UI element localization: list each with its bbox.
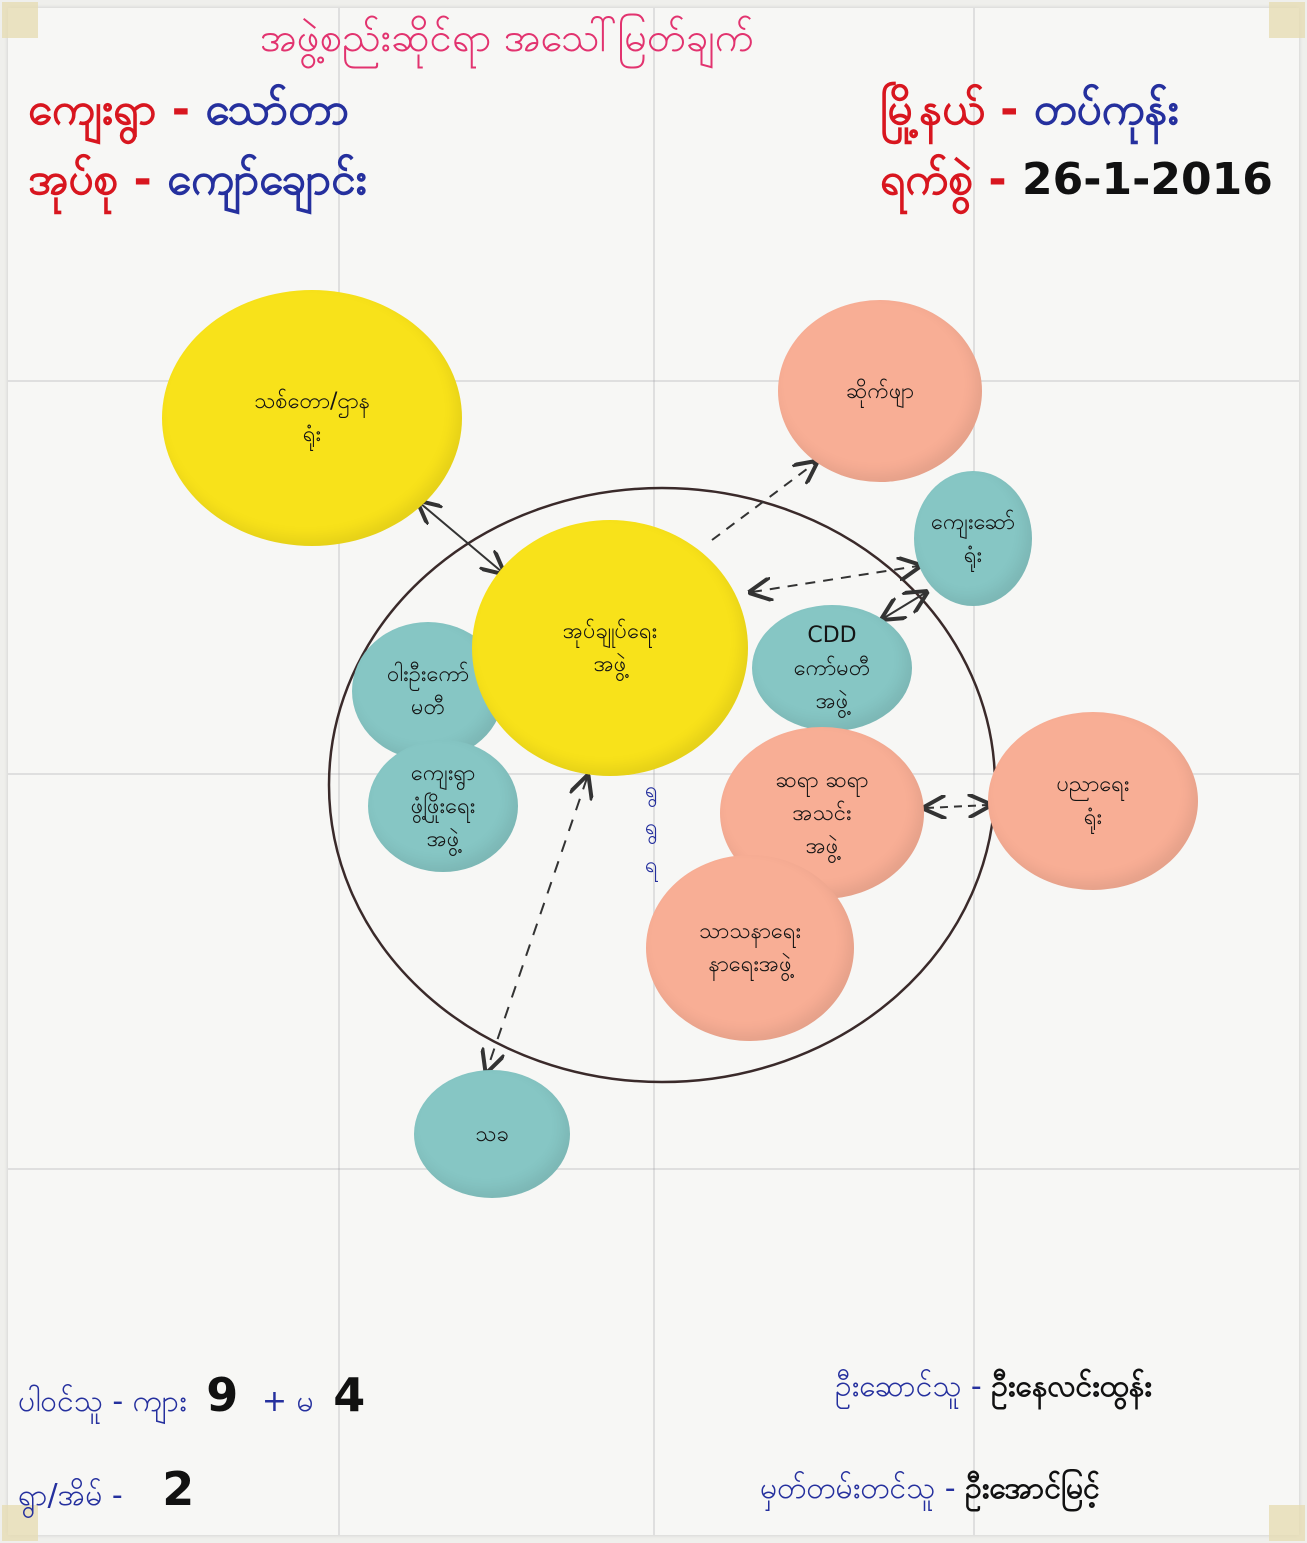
facilitator-row: ဦးဆောင်သူ - ဦးနေလင်းထွန်း	[835, 1372, 1152, 1402]
female-label: + မ	[261, 1384, 314, 1419]
node-women-label: ဆရာ ဆရာ	[775, 767, 869, 793]
fold-line	[8, 773, 1299, 775]
connector-forest-admin	[420, 503, 502, 572]
date-value: 26-1-2016	[1021, 154, 1273, 205]
node-health: ပညာရေး ရုံး	[988, 712, 1198, 890]
male-count: 9	[206, 1368, 239, 1422]
node-village-dev-label-2: ဖွံ့ဖြိုးရေး	[410, 793, 476, 819]
node-library-label-2: မတီ	[411, 695, 445, 720]
node-forest-dept: သစ်တော/ဌာန ရုံး	[162, 290, 462, 546]
node-women-label-2: အသင်း	[792, 800, 852, 826]
side-note-3: ရ	[645, 852, 658, 878]
tape	[2, 2, 38, 38]
female-count: 4	[333, 1368, 366, 1422]
fold-line	[338, 8, 340, 1535]
tape	[1269, 2, 1305, 38]
node-women-label-3: အဖွဲ့	[805, 833, 839, 859]
date-row: ရက်စွဲ - 26-1-2016	[880, 158, 1273, 202]
connector-cdd-office	[884, 593, 925, 618]
chart-title: အဖွဲ့စည်းဆိုင်ရာ အသေါ်မြတ်ချက်	[260, 15, 754, 61]
node-health-label: ပညာရေး	[1056, 772, 1130, 797]
tract-label: အုပ်စု -	[28, 154, 152, 205]
node-livestock: ဆိုက်ဖျာ	[778, 300, 982, 482]
node-religion: သာသနာရေး နာရေးအဖွဲ့	[646, 855, 854, 1041]
node-admin-group-label-2: အဖွဲ့	[593, 652, 627, 677]
node-admin-group-label: အုပ်ချုပ်ရေး	[562, 619, 658, 644]
connector-admin-misc	[487, 778, 587, 1070]
village-label: ကျေးရွာ -	[28, 84, 191, 135]
fold-line	[653, 8, 655, 1535]
tape	[2, 1505, 38, 1541]
node-religion-label-2: နာရေးအဖွဲ့	[708, 952, 792, 977]
tract-row: အုပ်စု - ကျော်ချောင်း	[28, 158, 367, 202]
node-misc-label: သခ	[475, 1121, 509, 1147]
node-cdd: CDD ကော်မတီ အဖွဲ့	[752, 605, 912, 731]
facilitator-label: ဦးဆောင်သူ -	[835, 1369, 982, 1404]
side-note-2: ရွ	[645, 815, 658, 841]
recorder-value: ဦးအောင်မြင့်	[965, 1471, 1100, 1506]
node-village-office-label: ကျေးဆော်	[931, 509, 1015, 535]
recorder-row: မှတ်တမ်းတင်သူ - ဦးအောင်မြင့်	[760, 1474, 1100, 1504]
facilitator-value: ဦးနေလင်းထွန်း	[991, 1369, 1152, 1404]
township-row: မြို့နယ် - တပ်ကုန်း	[880, 88, 1179, 132]
node-village-dev-label-3: အဖွဲ့	[426, 826, 460, 852]
connector-women-health	[926, 805, 988, 808]
village-value: သော်တာ	[205, 84, 350, 135]
node-cdd-label-3: အဖွဲ့	[815, 688, 849, 714]
fold-line	[8, 1168, 1299, 1170]
node-health-label-2: ရုံး	[1083, 805, 1103, 830]
node-livestock-label: ဆိုက်ဖျာ	[846, 378, 914, 404]
participants-label: ပါဝင်သူ - ကျား	[18, 1384, 187, 1419]
recorder-label: မှတ်တမ်းတင်သူ -	[760, 1471, 956, 1506]
node-cdd-label: CDD	[807, 622, 857, 648]
date-label: ရက်စွဲ -	[880, 154, 1007, 205]
node-religion-label: သာသနာရေး	[698, 919, 802, 944]
side-note-1: ရွ	[645, 778, 658, 803]
node-cdd-label-2: ကော်မတီ	[793, 655, 871, 681]
node-village-dev-label: ကျေးရွာ	[410, 760, 476, 786]
connector-admin-livestock	[711, 463, 815, 541]
township-value: တပ်ကုန်း	[1033, 84, 1179, 135]
fold-line	[973, 8, 975, 1535]
node-village-office: ကျေးဆော် ရုံး	[914, 471, 1032, 606]
participants-row: ပါဝင်သူ - ကျား 9 + မ 4	[18, 1372, 365, 1418]
node-village-office-label-2: ရုံး	[963, 542, 983, 568]
village-row: ကျေးရွာ - သော်တာ	[28, 88, 349, 132]
node-village-dev: ကျေးရွာ ဖွံ့ဖြိုးရေး အဖွဲ့	[368, 740, 518, 872]
households-value: 2	[162, 1462, 195, 1516]
tape	[1269, 1505, 1305, 1541]
households-row: ရွာ/အိမ် - 2	[18, 1466, 194, 1512]
node-forest-dept-label: သစ်တော/ဌာန	[253, 389, 371, 414]
tract-value: ကျော်ချောင်း	[167, 154, 367, 205]
households-label: ရွာ/အိမ် -	[18, 1478, 123, 1513]
node-admin-group: အုပ်ချုပ်ရေး အဖွဲ့	[472, 520, 748, 776]
node-misc: သခ	[414, 1070, 570, 1198]
node-library-label: ဝါးဦးကော်	[386, 662, 470, 687]
node-forest-dept-label-2: ရုံး	[302, 422, 322, 447]
side-note: ရွ ရွ ရ	[645, 772, 685, 884]
fold-line	[8, 380, 1299, 382]
township-label: မြို့နယ် -	[880, 84, 1019, 135]
